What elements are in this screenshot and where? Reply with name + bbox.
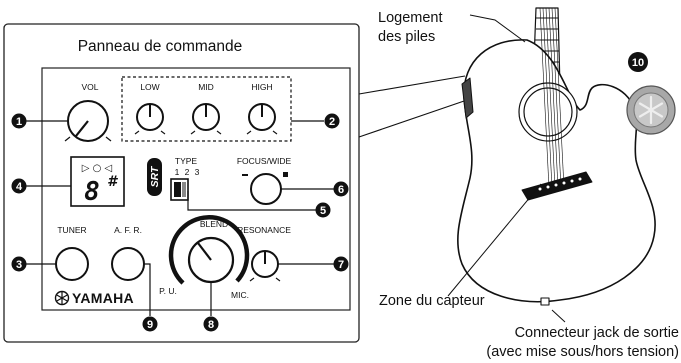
tuner-button[interactable] [55,247,89,281]
low-label: LOW [140,82,159,92]
guitar-strings [539,7,565,189]
wide-mark [283,172,288,177]
tuner-display: ▷ ○ ◁ 8 # [70,156,125,207]
strap-button [540,297,550,306]
blend-knob[interactable] [168,215,250,285]
svg-text:7: 7 [338,259,344,271]
type-switch[interactable] [170,178,189,201]
svg-text:6: 6 [338,184,344,196]
guitar-illustration [457,7,656,306]
callout-8: 8 [203,316,219,332]
high-label: HIGH [251,82,272,92]
resonance-knob[interactable] [249,250,281,282]
vol-knob[interactable] [64,100,112,142]
panel-frame [3,23,360,343]
callout-leaders [26,120,334,316]
type-label: TYPE [175,156,198,166]
brand-text: YAMAHA [72,290,134,306]
high-knob[interactable] [246,103,278,135]
mid-label: MID [198,82,214,92]
callout-1: 1 [11,113,27,129]
tuner-digit: 8 [84,177,100,207]
svg-text:4: 4 [16,181,23,193]
tuner-label: TUNER [57,225,86,235]
battery-compartment-label-line1: Logement [378,10,443,26]
guitar-body [457,39,656,303]
callout-10: 10 [628,52,648,72]
callout-9: 9 [142,316,158,332]
tuner-indicator-icons: ▷ ○ ◁ [82,163,113,174]
focus-mark [242,174,248,176]
tuner-sharp: # [107,174,118,190]
svg-text:8: 8 [208,319,214,331]
panel-connector-lines [358,75,468,138]
mid-knob[interactable] [190,103,222,135]
afr-label: A. F. R. [114,225,142,235]
srt-label: SRT [149,165,161,187]
afr-button[interactable] [111,247,145,281]
type-pos-2: 2 [185,167,190,177]
control-panel: Panneau de commande VOL LOW MID HIGH [3,23,360,343]
focus-wide-label: FOCUS/WIDE [237,156,292,166]
type-pos-3: 3 [195,167,200,177]
callout-4: 4 [11,178,27,194]
low-knob[interactable] [134,103,166,135]
yamaha-logo-icon [54,290,70,306]
svg-text:9: 9 [147,319,153,331]
callout-5: 5 [315,202,331,218]
svg-text:2: 2 [329,116,335,128]
pickup-zone-label: Zone du capteur [379,293,485,309]
focus-wide-button[interactable] [250,173,282,205]
guitar-leader-lines [447,14,566,323]
svg-text:5: 5 [320,205,326,217]
callout-2: 2 [324,113,340,129]
svg-text:1: 1 [16,116,22,128]
callout-7: 7 [333,256,349,272]
svg-text:3: 3 [16,259,22,271]
output-jack-label-line2: (avec mise sous/hors tension) [486,344,679,360]
srt-badge: SRT [147,158,162,196]
panel-title: Panneau de commande [78,38,243,55]
type-pos-1: 1 [175,167,180,177]
side-control-panel [461,77,474,119]
blend-label: BLEND [200,219,228,229]
battery-compartment-label-line2: des piles [378,29,435,45]
resonance-label: RESONANCE [237,225,291,235]
panel-face [41,67,351,311]
callout-6: 6 [333,181,349,197]
yamaha-emblem-icon [626,85,676,135]
output-jack-label-line1: Connecteur jack de sortie [515,325,679,341]
svg-text:10: 10 [632,57,644,69]
mic-label: MIC. [231,290,249,300]
eq-group-frame [121,76,292,142]
vol-label: VOL [81,82,98,92]
callout-3: 3 [11,256,27,272]
bridge-pins [538,177,582,191]
pu-label: P. U. [159,286,177,296]
